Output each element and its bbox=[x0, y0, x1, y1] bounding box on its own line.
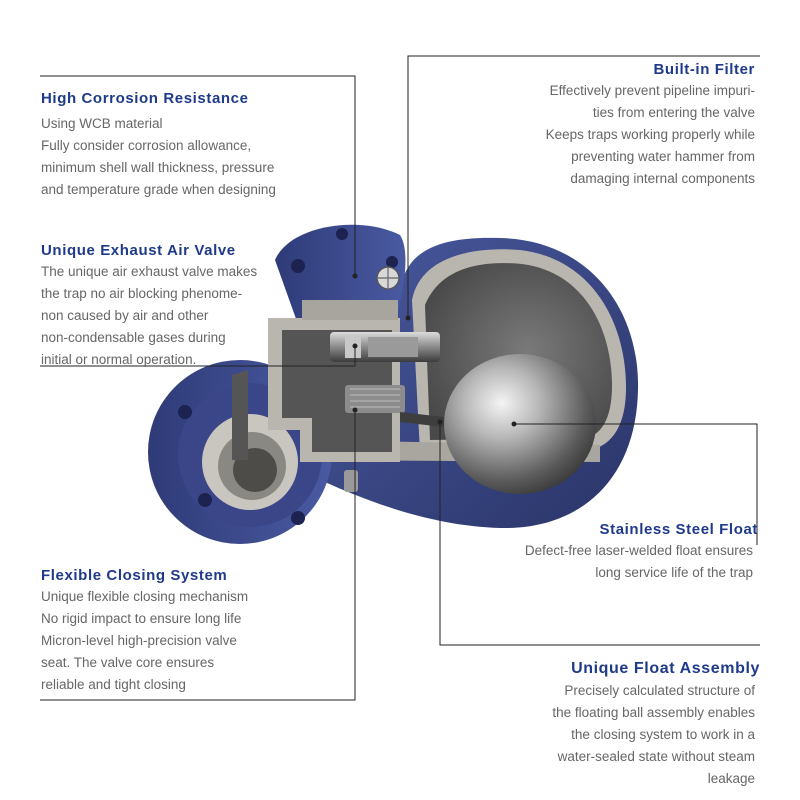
air-valve bbox=[330, 266, 440, 362]
leader-filter bbox=[407, 55, 760, 318]
callout-line: the trap no air blocking phenome- bbox=[41, 286, 243, 301]
callout-title: Built-in Filter bbox=[653, 61, 755, 78]
callout-float: Stainless Steel Float Defect-free laser-… bbox=[525, 521, 758, 584]
filter-screen bbox=[345, 385, 405, 413]
leader-closing bbox=[40, 410, 356, 701]
callout-line: non caused by air and other bbox=[41, 308, 209, 323]
callout-line: the closing system to work in a bbox=[571, 727, 755, 742]
callout-line: seat. The valve core ensures bbox=[41, 655, 215, 670]
callout-title: Flexible Closing System bbox=[41, 567, 228, 584]
bottom-bolt bbox=[344, 470, 358, 492]
callout-line: Unique flexible closing mechanism bbox=[41, 589, 249, 604]
callout-line: preventing water hammer from bbox=[571, 149, 755, 164]
callout-line: No rigid impact to ensure long life bbox=[41, 611, 242, 626]
leader-lines bbox=[40, 55, 760, 701]
callout-title: Unique Exhaust Air Valve bbox=[41, 242, 236, 259]
callout-line: Keeps traps working properly while bbox=[545, 127, 755, 142]
callout-line: Defect-free laser-welded float ensures bbox=[524, 543, 753, 558]
leader-exhaust bbox=[40, 346, 356, 367]
callout-corrosion: High Corrosion Resistance Using WCB mate… bbox=[41, 90, 276, 201]
callout-line: long service life of the trap bbox=[595, 565, 753, 580]
callout-filter: Built-in Filter Effectively prevent pipe… bbox=[546, 61, 755, 190]
callout-line: minimum shell wall thickness, pressure bbox=[41, 160, 275, 175]
callout-title: Stainless Steel Float bbox=[599, 521, 758, 538]
callout-title: Unique Float Assembly bbox=[571, 660, 760, 677]
callout-title: High Corrosion Resistance bbox=[41, 90, 249, 107]
callout-closing: Flexible Closing System Unique flexible … bbox=[41, 567, 248, 696]
callout-exhaust: Unique Exhaust Air Valve The unique air … bbox=[41, 242, 257, 371]
callout-line: Precisely calculated structure of bbox=[564, 683, 755, 698]
callout-line: leakage bbox=[707, 771, 755, 786]
callout-line: damaging internal components bbox=[570, 171, 755, 186]
callout-line: water-sealed state without steam bbox=[557, 749, 755, 764]
callout-line: Effectively prevent pipeline impuri- bbox=[549, 83, 755, 98]
leader-corrosion bbox=[40, 75, 356, 276]
callout-line: Micron-level high-precision valve bbox=[41, 633, 237, 648]
callout-line: reliable and tight closing bbox=[41, 677, 186, 692]
callout-line: the floating ball assembly enables bbox=[552, 705, 755, 720]
callout-assembly: Unique Float Assembly Precisely calculat… bbox=[552, 660, 760, 790]
callout-line: ties from entering the valve bbox=[592, 105, 755, 120]
callout-line: The unique air exhaust valve makes bbox=[41, 264, 258, 279]
callout-line: Fully consider corrosion allowance, bbox=[41, 138, 252, 153]
callout-line: and temperature grade when designing bbox=[41, 182, 276, 197]
leader-float bbox=[514, 423, 758, 545]
callout-line: Using WCB material bbox=[41, 116, 163, 131]
leader-assembly bbox=[439, 422, 760, 646]
callout-line: initial or normal operation. bbox=[41, 352, 197, 367]
callout-line: non-condensable gases during bbox=[41, 330, 226, 345]
